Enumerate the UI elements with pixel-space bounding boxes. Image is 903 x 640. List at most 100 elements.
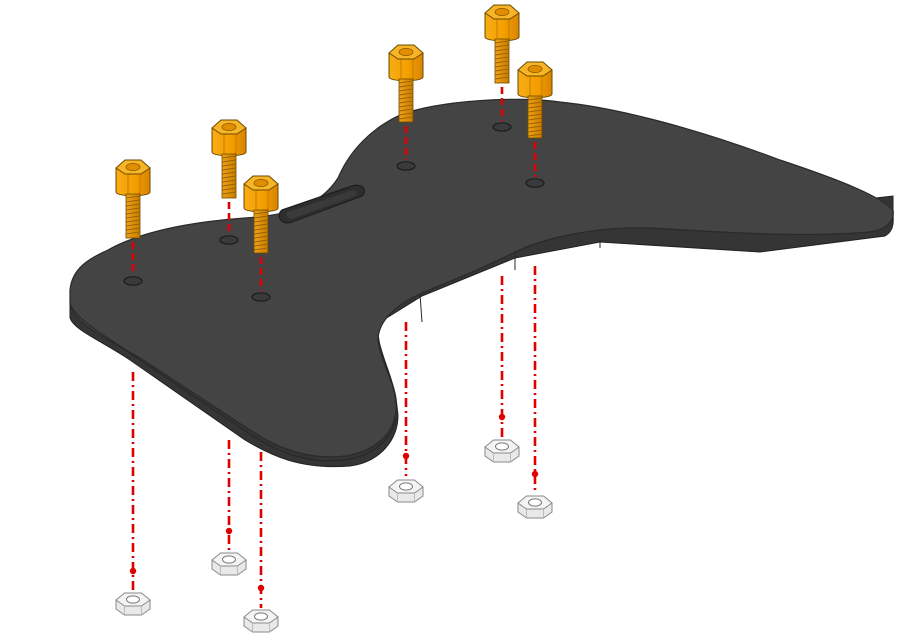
thread-ridge xyxy=(221,175,237,179)
thread-ridge xyxy=(253,243,269,247)
thread-ridge xyxy=(494,56,510,60)
mounting-hole xyxy=(492,122,512,132)
thread-ridge xyxy=(398,84,414,88)
thread-ridge xyxy=(253,235,269,239)
mounting-hole xyxy=(525,178,545,188)
thread-ridge xyxy=(398,112,414,116)
hex-standoff xyxy=(484,4,520,84)
nut-bore xyxy=(222,555,236,564)
plate-holes xyxy=(123,122,545,302)
thread-ridge xyxy=(494,60,510,64)
hex-standoff xyxy=(517,61,553,139)
mounting-hole xyxy=(251,292,271,302)
hex-standoff xyxy=(115,159,151,239)
guide-end-dot xyxy=(402,452,410,460)
hex-nut xyxy=(517,495,553,519)
hex-nut xyxy=(115,592,151,616)
thread-ridge xyxy=(125,211,141,215)
thread-ridge xyxy=(221,191,237,195)
plate-edge-seam xyxy=(69,210,894,462)
thread-ridge xyxy=(494,64,510,68)
hex-standoff xyxy=(211,119,247,199)
thread-ridge xyxy=(221,171,237,175)
thread-ridge xyxy=(527,101,543,105)
hex-nut xyxy=(243,609,279,633)
nut-bore xyxy=(254,612,268,621)
guide-end-dot xyxy=(257,584,265,592)
thread-ridge xyxy=(125,195,141,199)
nut-bore xyxy=(528,498,542,507)
thread-ridge xyxy=(494,44,510,48)
guide-end-dot xyxy=(498,413,506,421)
thread-ridge xyxy=(253,247,269,251)
mounting-hole xyxy=(123,276,143,286)
thread-ridge xyxy=(398,116,414,120)
thread-ridge xyxy=(253,239,269,243)
thread-ridge xyxy=(221,187,237,191)
thread-ridge xyxy=(398,100,414,104)
thread-ridge xyxy=(398,104,414,108)
thread-ridge xyxy=(125,231,141,235)
thread-ridge xyxy=(527,109,543,113)
nut-bore xyxy=(495,442,509,451)
thread-ridge xyxy=(398,80,414,84)
standoff-bore xyxy=(221,123,237,132)
thread-ridge xyxy=(253,231,269,235)
carrier-plate xyxy=(69,98,894,468)
mounting-hole xyxy=(396,161,416,171)
thread-ridge xyxy=(527,133,543,137)
standoff-bore xyxy=(253,178,269,187)
thread-ridge xyxy=(253,211,269,215)
standoff-bore xyxy=(527,65,543,74)
nut-group xyxy=(115,439,553,633)
thread-ridge xyxy=(527,105,543,109)
lower-guide-lines xyxy=(129,266,539,608)
thread-ridge xyxy=(398,96,414,100)
thread-ridge xyxy=(221,159,237,163)
thread-ridge xyxy=(125,203,141,207)
thread-ridge xyxy=(221,155,237,159)
thread-ridge xyxy=(398,92,414,96)
thread-ridge xyxy=(253,223,269,227)
plate-slot-inner xyxy=(286,190,357,219)
thread-ridge xyxy=(125,199,141,203)
guide-end-dot xyxy=(531,470,539,478)
standoff-bore xyxy=(125,162,141,171)
thread-ridge xyxy=(527,113,543,117)
plate-top-face xyxy=(69,98,894,458)
thread-ridge xyxy=(253,227,269,231)
guide-end-dot xyxy=(129,567,137,575)
thread-ridge xyxy=(527,97,543,101)
thread-ridge xyxy=(125,227,141,231)
thread-ridge xyxy=(527,121,543,125)
thread-ridge xyxy=(527,117,543,121)
thread-ridge xyxy=(253,215,269,219)
thread-ridge xyxy=(494,52,510,56)
thread-ridge xyxy=(494,48,510,52)
thread-ridge xyxy=(221,179,237,183)
nut-bore xyxy=(399,482,413,491)
thread-ridge xyxy=(221,163,237,167)
hex-standoff xyxy=(388,44,424,123)
thread-ridge xyxy=(494,68,510,72)
hex-standoff xyxy=(243,175,279,254)
thread-ridge xyxy=(527,125,543,129)
thread-ridge xyxy=(494,72,510,76)
thread-ridge xyxy=(494,40,510,44)
thread-ridge xyxy=(398,108,414,112)
thread-ridge xyxy=(398,88,414,92)
nut-bore xyxy=(126,595,140,604)
standoff-bore xyxy=(398,48,414,57)
mounting-hole xyxy=(219,235,239,245)
thread-ridge xyxy=(253,219,269,223)
upper-guide-lines xyxy=(131,87,537,291)
thread-ridge xyxy=(125,219,141,223)
standoff-bore xyxy=(494,7,510,16)
hex-nut xyxy=(211,552,247,576)
standoff-group xyxy=(115,4,553,254)
thread-ridge xyxy=(125,223,141,227)
thread-ridge xyxy=(125,215,141,219)
thread-ridge xyxy=(221,167,237,171)
